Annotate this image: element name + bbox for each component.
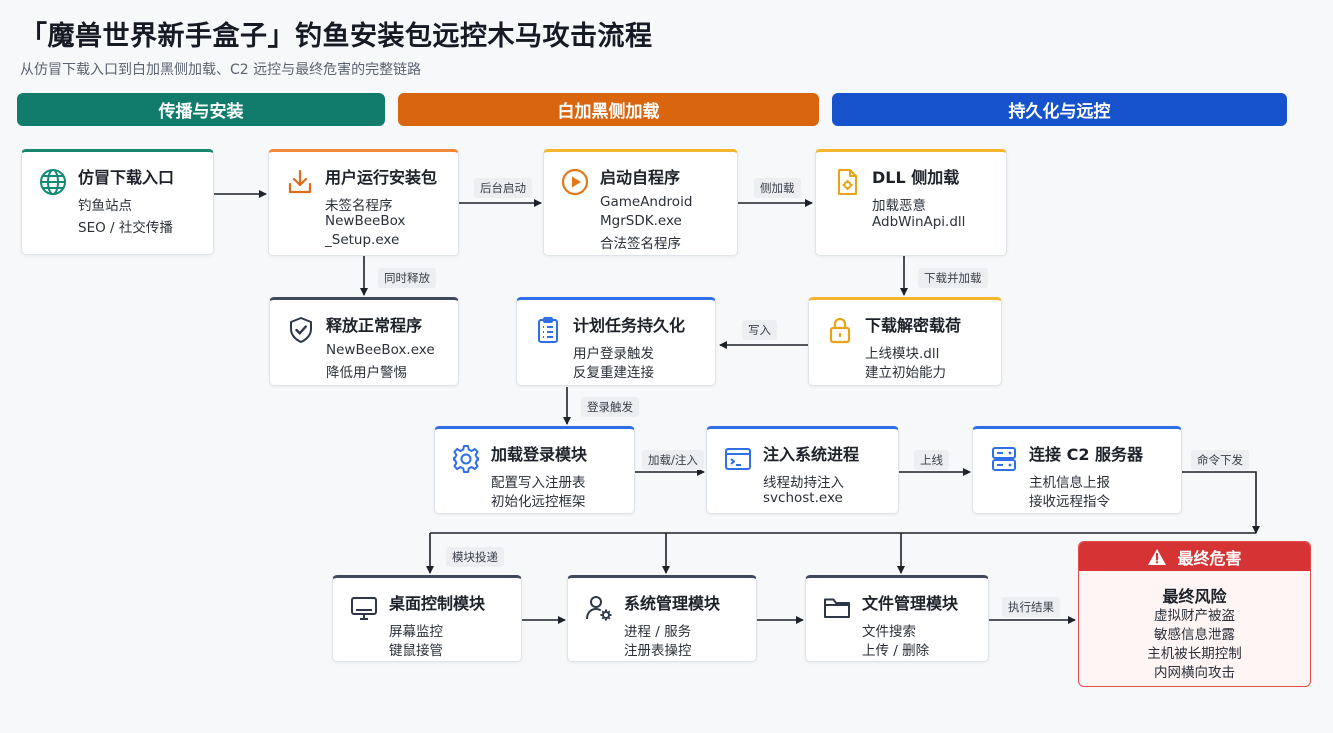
node-load-login: 加载登录模块 配置写入注册表 初始化远控框架 (434, 426, 635, 514)
node-line: 屏幕监控 (389, 624, 443, 640)
node-connect-c2: 连接 C2 服务器 主机信息上报 接收远程指令 (972, 426, 1182, 514)
node-entry: 仿冒下载入口 钓鱼站点 SEO / 社交传播 (21, 149, 214, 255)
edge-label-command: 命令下发 (1191, 450, 1249, 470)
hazard-line: 内网横向攻击 (1154, 665, 1235, 681)
hazard-line: 敏感信息泄露 (1154, 627, 1235, 643)
node-desktop-ctrl: 桌面控制模块 屏幕监控 键鼠接管 (332, 575, 522, 662)
edge-label-sideload: 侧加载 (754, 178, 801, 198)
hazard-subtitle: 最终风险 (1162, 587, 1227, 606)
node-decrypt-payload: 下载解密载荷 上线模块.dll 建立初始能力 (808, 297, 1002, 386)
node-run-installer: 用户运行安装包 未签名程序 NewBeeBox _Setup.exe (268, 149, 459, 256)
node-line: 用户登录触发 (573, 346, 654, 362)
page-subtitle: 从仿冒下载入口到白加黑侧加载、C2 远控与最终危害的完整链路 (20, 62, 422, 78)
node-line: 未签名程序 (325, 198, 393, 214)
node-line: 进程 / 服务 (624, 624, 692, 640)
phase-sideload: 白加黑侧加载 (398, 93, 819, 126)
play-icon (560, 167, 590, 197)
node-line: 建立初始能力 (865, 365, 946, 381)
node-line: 降低用户警惕 (326, 365, 407, 381)
hazard-header-label: 最终危害 (1177, 548, 1242, 568)
warning-icon (1148, 548, 1167, 565)
node-title: 文件管理模块 (862, 594, 959, 613)
edge-label-login-trigger: 登录触发 (581, 397, 639, 417)
clipboard-icon (533, 315, 563, 345)
node-title: 下载解密载荷 (865, 316, 962, 335)
edge-label-release: 同时释放 (378, 268, 436, 288)
node-title: DLL 侧加载 (872, 168, 960, 187)
hazard-header: 最终危害 (1079, 542, 1310, 571)
node-title: 释放正常程序 (326, 316, 423, 335)
node-release-normal: 释放正常程序 NewBeeBox.exe 降低用户警惕 (269, 297, 459, 386)
phase-spread: 传播与安装 (17, 93, 385, 126)
node-line: 主机信息上报 (1029, 475, 1110, 491)
node-title: 用户运行安装包 (325, 168, 438, 187)
edge-label-load-inject: 加载/注入 (642, 450, 704, 470)
node-title: 计划任务持久化 (573, 316, 686, 335)
shield-check-icon (286, 315, 316, 345)
server-icon (989, 444, 1019, 474)
node-title: 系统管理模块 (624, 594, 721, 613)
node-dll-sideload: DLL 侧加载 加载恶意 AdbWinApi.dll (815, 149, 1007, 256)
node-line: NewBeeBox.exe (326, 342, 435, 358)
node-title: 连接 C2 服务器 (1029, 445, 1144, 464)
node-line: 初始化远控框架 (491, 494, 586, 510)
folder-icon (822, 593, 852, 623)
node-line: _Setup.exe (325, 232, 400, 248)
edge-label-online: 上线 (914, 450, 949, 470)
node-line: AdbWinApi.dll (872, 214, 966, 230)
page-title: 「魔兽世界新手盒子」钓鱼安装包远控木马攻击流程 (20, 21, 653, 52)
hazard-line: 主机被长期控制 (1147, 646, 1242, 662)
phase-persist: 持久化与远控 (832, 93, 1287, 126)
node-line: 反复重建连接 (573, 365, 654, 381)
node-title: 启动自程序 (600, 168, 681, 187)
node-title: 注入系统进程 (763, 445, 860, 464)
globe-icon (38, 167, 68, 197)
arrow-c2-to-hazard (1182, 471, 1260, 534)
node-line: SEO / 社交传播 (78, 220, 173, 236)
dll-file-icon (832, 167, 862, 197)
hazard-line: 虚拟财产被盗 (1154, 608, 1235, 624)
node-line: 线程劫持注入 (763, 475, 844, 491)
node-line: 加载恶意 (872, 198, 926, 214)
edge-label-write: 写入 (742, 320, 777, 340)
edge-label-bg-start: 后台启动 (474, 178, 532, 198)
node-line: 合法签名程序 (600, 236, 681, 252)
user-gear-icon (584, 593, 614, 623)
final-hazard: 最终危害 最终风险 虚拟财产被盗 敏感信息泄露 主机被长期控制 内网横向攻击 (1078, 541, 1311, 687)
node-line: MgrSDK.exe (600, 213, 682, 229)
node-line: 接收远程指令 (1029, 494, 1110, 510)
node-sys-mgmt: 系统管理模块 进程 / 服务 注册表操控 (567, 575, 757, 662)
edge-label-download-load: 下载并加载 (918, 268, 988, 288)
node-inject-process: 注入系统进程 线程劫持注入 svchost.exe (706, 426, 899, 514)
node-title: 桌面控制模块 (389, 594, 486, 613)
node-line: 配置写入注册表 (491, 475, 586, 491)
node-schedule-task: 计划任务持久化 用户登录触发 反复重建连接 (516, 297, 716, 386)
node-line: 上传 / 删除 (862, 643, 930, 659)
node-line: 键鼠接管 (389, 643, 443, 659)
download-icon (285, 167, 315, 197)
node-start-self: 启动自程序 GameAndroid MgrSDK.exe 合法签名程序 (543, 149, 738, 256)
terminal-icon (723, 444, 753, 474)
edge-label-module-deliver: 模块投递 (446, 547, 504, 567)
edge-label-exec-result: 执行结果 (1002, 597, 1060, 617)
node-line: svchost.exe (763, 490, 843, 506)
node-line: 上线模块.dll (865, 346, 940, 362)
node-line: NewBeeBox (325, 213, 406, 229)
node-line: 文件搜索 (862, 624, 916, 640)
gear-icon (451, 444, 481, 474)
node-title: 仿冒下载入口 (78, 168, 175, 187)
node-title: 加载登录模块 (491, 445, 588, 464)
node-file-mgmt: 文件管理模块 文件搜索 上传 / 删除 (805, 575, 989, 662)
monitor-icon (349, 593, 379, 623)
node-line: 注册表操控 (624, 643, 692, 659)
lock-icon (825, 315, 855, 345)
node-line: 钓鱼站点 (78, 198, 132, 214)
node-line: GameAndroid (600, 194, 693, 210)
